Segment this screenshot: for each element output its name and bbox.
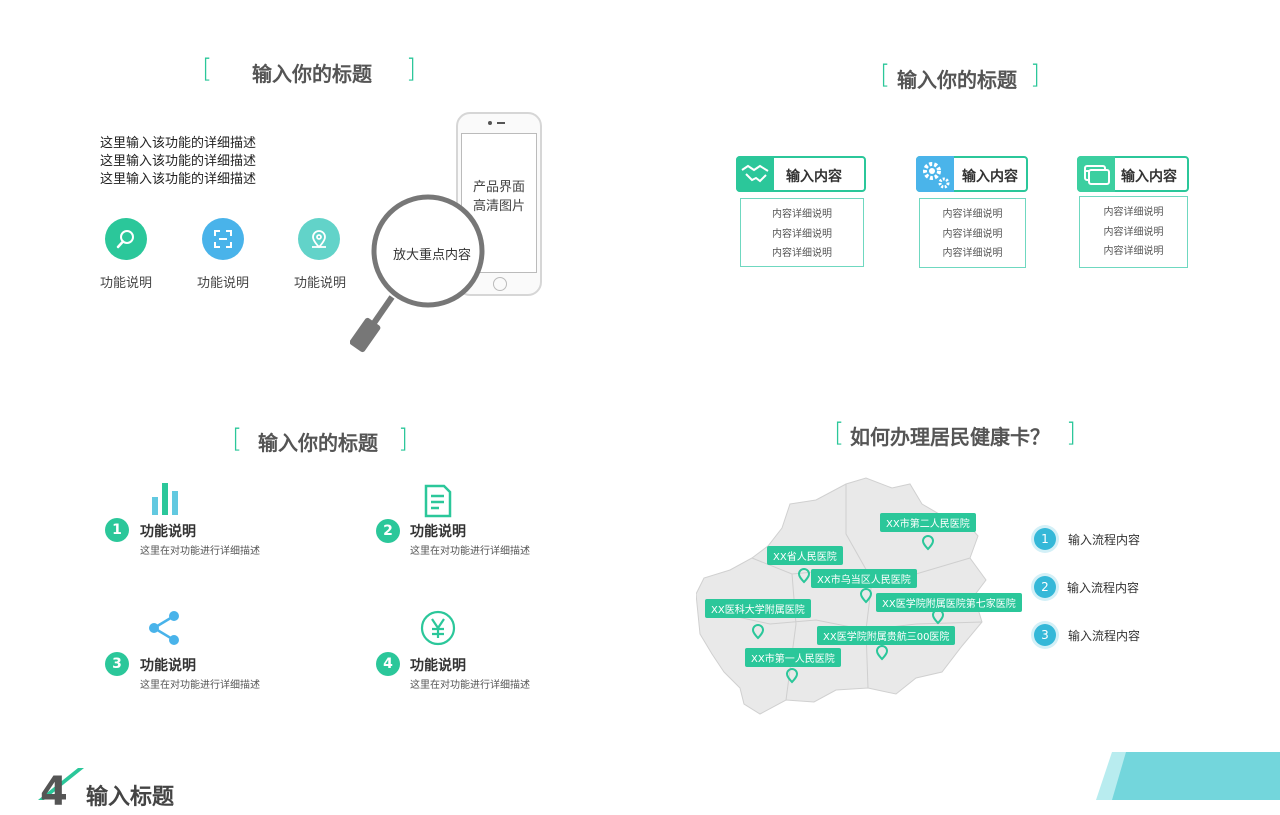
share-icon	[149, 611, 179, 645]
title-bracket-right: ]	[406, 54, 417, 84]
map-label[interactable]: XX市第一人民医院	[745, 648, 841, 667]
phone-text-line: 高清图片	[472, 199, 525, 214]
card-line: 内容详细说明	[772, 248, 832, 259]
map-pin-icon	[932, 609, 944, 625]
info-card-header[interactable]: 输入内容	[916, 156, 1028, 192]
map-label[interactable]: XX医学院附属贵航三00医院	[817, 626, 956, 645]
bar-chart-icon	[152, 483, 178, 515]
map-label[interactable]: XX医科大学附属医院	[705, 599, 811, 618]
map-label[interactable]: XX省人民医院	[767, 546, 843, 565]
footer-accent-shape	[1096, 752, 1280, 800]
card-line: 内容详细说明	[1103, 246, 1164, 257]
card-line: 内容详细说明	[942, 209, 1003, 220]
scan-icon[interactable]	[202, 218, 244, 260]
item-title: 功能说明	[140, 524, 196, 540]
document-icon	[424, 484, 452, 518]
yen-icon	[420, 610, 456, 646]
title-bracket-left: [	[232, 424, 243, 454]
map-pin-icon	[798, 568, 810, 584]
item-description: 这里在对功能进行详细描述	[410, 546, 530, 557]
card-line: 内容详细说明	[942, 248, 1003, 259]
card-icon	[1077, 156, 1115, 192]
card-title: 输入内容	[786, 169, 842, 185]
item-description: 这里在对功能进行详细描述	[140, 680, 260, 691]
section-3-title: 输入你的标题	[258, 431, 378, 455]
card-title: 输入内容	[962, 169, 1018, 185]
title-bracket-right: ]	[1066, 418, 1077, 448]
item-title: 功能说明	[140, 658, 196, 674]
map-pin-icon	[876, 645, 888, 661]
map-pin-icon	[786, 668, 798, 684]
card-title: 输入内容	[1121, 169, 1177, 185]
item-number-badge: 4	[376, 652, 400, 676]
location-icon[interactable]	[298, 218, 340, 260]
feature-label: 功能说明	[99, 276, 152, 291]
map-label[interactable]: XX市第二人民医院	[880, 513, 976, 532]
magnifier-text: 放大重点内容	[392, 248, 471, 263]
feature-description: 这里输入该功能的详细描述 这里输入该功能的详细描述 这里输入该功能的详细描述	[100, 135, 256, 189]
step-number: 2	[1034, 576, 1056, 598]
map-label[interactable]: XX医学院附属医院第七家医院	[876, 593, 1022, 612]
feature-label: 功能说明	[293, 276, 346, 291]
card-line: 内容详细说明	[772, 228, 832, 240]
step-text: 输入流程内容	[1068, 629, 1141, 643]
title-bracket-left: [	[202, 54, 213, 84]
step-number: 3	[1034, 624, 1056, 646]
section-1-title: 输入你的标题	[252, 62, 372, 86]
phone-home-button	[493, 277, 507, 291]
card-line: 内容详细说明	[1103, 207, 1164, 218]
step-text: 输入流程内容	[1067, 581, 1140, 595]
info-card-header[interactable]: 输入内容	[736, 156, 866, 192]
item-description: 这里在对功能进行详细描述	[140, 546, 260, 557]
title-bracket-right: ]	[398, 424, 409, 454]
item-number-badge: 2	[376, 519, 400, 543]
map-pin-icon	[922, 535, 934, 551]
step-text: 输入流程内容	[1068, 533, 1141, 547]
item-number-badge: 1	[105, 518, 129, 542]
section-4-title: 如何办理居民健康卡？	[850, 425, 1050, 449]
map-label[interactable]: XX市乌当区人民医院	[811, 569, 917, 588]
description-line: 这里输入该功能的详细描述	[100, 136, 257, 151]
section-2-title: 输入你的标题	[897, 68, 1017, 92]
title-bracket-right: ]	[1030, 60, 1041, 90]
card-line: 内容详细说明	[1103, 226, 1164, 238]
footer-title: 输入标题	[86, 785, 175, 810]
phone-camera	[488, 121, 492, 125]
title-bracket-left: [	[834, 418, 845, 448]
description-line: 这里输入该功能的详细描述	[100, 172, 257, 187]
item-title: 功能说明	[410, 524, 466, 540]
phone-text-line: 产品界面	[472, 180, 525, 195]
footer-number-decor	[38, 768, 84, 800]
magnifier-icon	[350, 194, 485, 353]
step-number: 1	[1034, 528, 1056, 550]
footer-number: 4	[40, 769, 68, 815]
search-icon[interactable]	[105, 218, 147, 260]
info-card-body: 内容详细说明 内容详细说明 内容详细说明	[919, 198, 1026, 268]
info-card-body: 内容详细说明 内容详细说明 内容详细说明	[740, 198, 864, 267]
item-number-badge: 3	[105, 652, 129, 676]
phone-screen-text: 产品界面 高清图片	[462, 178, 536, 216]
phone-speaker	[497, 122, 505, 124]
feature-label: 功能说明	[196, 276, 249, 291]
map-pin-icon	[860, 588, 872, 604]
card-line: 内容详细说明	[772, 209, 832, 220]
handshake-icon	[736, 156, 774, 192]
map-pin-icon	[752, 624, 764, 640]
item-description: 这里在对功能进行详细描述	[410, 680, 530, 691]
card-line: 内容详细说明	[942, 228, 1003, 240]
description-line: 这里输入该功能的详细描述	[100, 154, 257, 169]
item-title: 功能说明	[410, 658, 466, 674]
title-bracket-left: [	[880, 60, 891, 90]
gears-icon	[916, 156, 954, 192]
info-card-header[interactable]: 输入内容	[1077, 156, 1189, 192]
info-card-body: 内容详细说明 内容详细说明 内容详细说明	[1079, 196, 1188, 268]
